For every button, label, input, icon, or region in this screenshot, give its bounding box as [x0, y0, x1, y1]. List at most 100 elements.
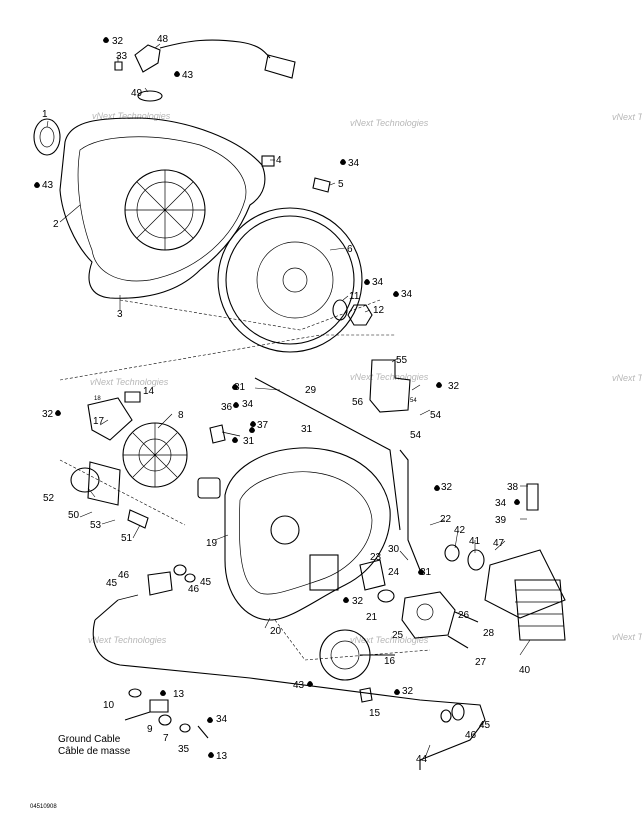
drop-icon [34, 182, 40, 188]
callout-label: 11 [349, 291, 360, 302]
section-divider [274, 619, 431, 661]
nut-part [347, 304, 373, 326]
callout-label: 32 [112, 36, 124, 47]
watermark-text: vNext Technologies [88, 635, 167, 645]
drop-icon [343, 597, 349, 603]
callout-label: 16 [384, 656, 396, 667]
callout-label: 1 [42, 109, 48, 120]
callout-label: 45 [200, 577, 212, 588]
flywheel-ring-gear [217, 207, 363, 353]
callout-label: 32 [448, 381, 460, 392]
terminal-part [149, 699, 169, 713]
callout-label: 52 [43, 493, 55, 504]
o-ring-part [377, 589, 395, 603]
callout-label: 31 [243, 436, 255, 447]
housing-insert [87, 461, 121, 506]
callout-label: 43 [42, 180, 54, 191]
cover-inner [239, 471, 373, 595]
callout-label: 17 [93, 416, 105, 427]
callout-label: 27 [475, 657, 487, 668]
callout-label: 32 [352, 596, 364, 607]
callout-label: 15 [369, 708, 381, 719]
callout-label: 34 [401, 289, 413, 300]
callout-label: 4 [276, 155, 282, 166]
bolt-part [209, 424, 226, 444]
sensor-cable [159, 39, 271, 59]
callout-label: 34 [242, 399, 254, 410]
leader-lines [46, 43, 531, 759]
watermark-text: vNext Technologies [612, 373, 642, 383]
flywheel-hub [256, 241, 334, 319]
callout-label: 39 [495, 515, 507, 526]
callout-label: 33 [116, 51, 128, 62]
callout-label: 51 [121, 533, 133, 544]
ground-cable [92, 619, 486, 770]
drop-icon [436, 382, 442, 388]
drop-icon [434, 485, 440, 491]
callout-label: 24 [388, 567, 400, 578]
callout-label: 13 [216, 751, 228, 762]
callout-label: 55 [396, 355, 408, 366]
seal-inner [39, 126, 55, 148]
drop-icon [514, 499, 520, 505]
watermarks: vNext Technologies vNext Technologies vN… [88, 111, 642, 645]
screw-part [359, 687, 373, 703]
callout-label: 3 [117, 309, 123, 320]
callout-label: 9 [147, 724, 153, 735]
callout-label: 37 [257, 420, 269, 431]
callout-label: 49 [131, 88, 143, 99]
callout-label: 31 [420, 567, 432, 578]
washer-part [184, 573, 196, 583]
callout-label: 45 [479, 720, 491, 731]
screw-part [124, 391, 141, 403]
drop-icon [208, 752, 214, 758]
watermark-text: vNext Technologies [90, 377, 169, 387]
bellows-folds [515, 589, 564, 627]
stator-cover-group [59, 359, 566, 661]
housing-inner [77, 136, 247, 282]
pulley-part [359, 559, 386, 591]
callout-label: 31 [234, 382, 246, 393]
washer-part [440, 709, 452, 723]
pump-body [401, 591, 456, 639]
callout-label: 28 [483, 628, 495, 639]
ground-cable-end [94, 599, 119, 621]
bolt-shank [221, 431, 241, 437]
plug-part [127, 509, 149, 529]
seal-part [70, 467, 100, 493]
callout-label: 31 [301, 424, 313, 435]
screw-part [117, 594, 139, 601]
drop-icon [232, 437, 238, 443]
plug-part [261, 155, 275, 167]
drop-icon [394, 689, 400, 695]
callout-label: 48 [157, 34, 169, 45]
o-ring-part [137, 90, 163, 102]
callout-label: 40 [519, 665, 531, 676]
bolt-part [312, 177, 331, 193]
oil-pump-cable-group [92, 599, 486, 770]
callout-labels: 32 33 48 43 49 1 43 2 3 4 34 5 6 34 34 1… [42, 34, 531, 765]
callout-label: 22 [440, 514, 452, 525]
callout-label: 10 [103, 700, 115, 711]
stator-windings [123, 423, 187, 487]
ground-cable-label-fr: Câble de masse [58, 746, 131, 757]
washer-part [444, 544, 460, 562]
callout-label: 32 [402, 686, 414, 697]
callout-label: 56 [352, 397, 364, 408]
screw-part [197, 725, 209, 739]
hose-part [399, 449, 421, 571]
callout-label: 46 [118, 570, 130, 581]
bolt-part [454, 611, 479, 623]
callout-label: 32 [42, 409, 54, 420]
screw-part [114, 61, 123, 71]
callout-label: 43 [293, 680, 305, 691]
callout-label: 44 [416, 754, 428, 765]
callout-label: 7 [163, 733, 169, 744]
washer-part [173, 564, 187, 576]
callout-label: 8 [178, 410, 184, 421]
housing-ribs [125, 170, 205, 250]
rod-part [254, 377, 401, 531]
watermark-text: vNext Technologies [612, 632, 642, 642]
watermark-text: vNext Technologies [92, 111, 171, 121]
callout-label: 23 [370, 552, 382, 563]
